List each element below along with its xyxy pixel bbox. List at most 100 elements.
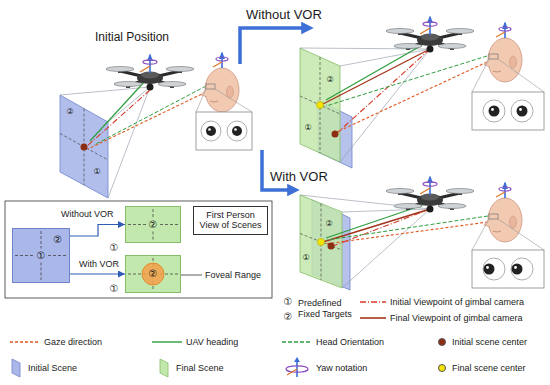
legend-line xyxy=(360,301,386,302)
illustration-part xyxy=(342,209,430,288)
legend-line xyxy=(282,341,312,342)
illustration-part xyxy=(472,250,544,288)
legend-line xyxy=(360,317,386,319)
target-number: ② xyxy=(66,108,73,116)
legend-text: Initial Scene xyxy=(28,363,77,374)
illustration-part xyxy=(511,258,533,280)
illustration-part xyxy=(472,250,544,288)
legend-line xyxy=(10,341,40,342)
target-number: ② xyxy=(53,235,62,245)
illustration-part xyxy=(208,128,211,131)
illustration-part xyxy=(472,219,489,250)
illustration-part xyxy=(215,89,252,112)
view-transition-arrow xyxy=(70,273,125,274)
initial-position-view xyxy=(60,53,252,198)
illustration-part xyxy=(300,48,430,162)
target-number: ② xyxy=(149,269,158,279)
illustration-part xyxy=(484,23,522,82)
edge-label: Without VOR xyxy=(60,210,115,220)
crosshair-line xyxy=(48,255,67,256)
legend-text: Final Viewpoint of gimbal camera xyxy=(390,313,522,324)
target-number: ① xyxy=(284,297,293,307)
illustration-part xyxy=(196,89,206,112)
foveal-range-circle xyxy=(142,263,164,285)
crosshair-line xyxy=(41,263,42,281)
illustration-part xyxy=(472,59,489,92)
legend-text: Initial Viewpoint of gimbal camera xyxy=(390,297,524,308)
illustration-part xyxy=(328,243,335,250)
illustration-part xyxy=(472,92,544,130)
crosshair-line xyxy=(160,224,178,225)
illustration-part xyxy=(318,239,325,246)
illustration-part xyxy=(337,49,430,133)
legend-sample xyxy=(160,359,168,377)
illustration-part xyxy=(517,106,528,117)
illustration-part xyxy=(232,126,242,136)
illustration-part xyxy=(326,56,487,106)
with-vor-view xyxy=(300,177,544,290)
legend-axis-head xyxy=(294,357,300,362)
illustration-part xyxy=(326,44,424,100)
legend-scene xyxy=(12,359,20,377)
legend-sample xyxy=(360,302,386,303)
target-number: ② xyxy=(326,76,333,84)
illustration-part xyxy=(519,108,522,111)
illustration-part xyxy=(511,100,533,122)
legend-sample xyxy=(360,318,386,319)
illustration-part xyxy=(227,121,247,141)
initial-scene-view: ①② xyxy=(12,228,70,283)
illustration-part xyxy=(489,106,500,117)
target-number: ① xyxy=(302,254,309,262)
legend-sample xyxy=(152,342,182,343)
box-heading: First Person View of Scenes xyxy=(197,210,264,231)
illustration-part xyxy=(88,92,206,149)
legend-text: Initial scene center xyxy=(452,337,527,348)
illustration-part xyxy=(512,264,523,275)
illustration-part xyxy=(106,55,194,91)
legend-text: UAV heading xyxy=(186,337,238,348)
crosshair-line xyxy=(153,209,154,218)
target-number: ① xyxy=(110,243,119,253)
illustration-part xyxy=(196,112,252,150)
inset-panel xyxy=(5,201,272,298)
legend-axis xyxy=(287,369,297,375)
illustration-part xyxy=(300,195,430,288)
illustration-part xyxy=(234,128,237,131)
legend-swatch xyxy=(438,364,446,372)
legend-sample xyxy=(286,357,308,377)
illustration-part xyxy=(339,62,487,131)
legend-text: Final scene center xyxy=(452,363,526,374)
edge-label: With VOR xyxy=(78,260,120,270)
view-title-box: First Person View of Scenes xyxy=(193,206,268,235)
transition-arrows xyxy=(240,28,310,190)
illustration-part xyxy=(300,48,340,162)
legend-text: Final Scene xyxy=(176,363,224,374)
target-number: ① xyxy=(93,168,100,176)
crosshair-line xyxy=(128,224,146,225)
illustration-part xyxy=(386,17,474,53)
illustration-part xyxy=(60,87,150,198)
final-scene-view: ② xyxy=(125,255,181,293)
illustration-part xyxy=(317,102,324,109)
illustration-part xyxy=(386,177,474,213)
legend-text: Head Orientation xyxy=(316,337,384,348)
illustration-part xyxy=(498,219,544,250)
legend-sample xyxy=(282,342,312,343)
legend-swatch xyxy=(438,338,446,346)
final-scene-view: ② xyxy=(125,206,181,243)
without-vor-view xyxy=(300,17,544,168)
legend-text: Yaw notation xyxy=(316,363,367,374)
legend-sample xyxy=(10,342,40,343)
transition-label: With VOR xyxy=(270,170,328,185)
target-number: ② xyxy=(284,312,293,322)
crosshair-line xyxy=(15,255,34,256)
illustration-part xyxy=(201,53,239,112)
illustration-part xyxy=(5,201,272,298)
illustration-part xyxy=(201,121,221,141)
illustration-part xyxy=(81,144,88,151)
illustration-part xyxy=(300,234,342,251)
